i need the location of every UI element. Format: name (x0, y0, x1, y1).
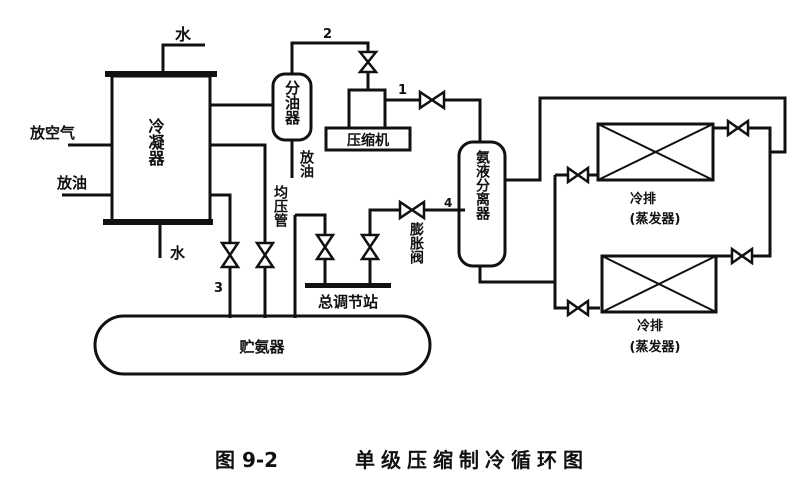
valve-icon (566, 298, 590, 318)
compressor-discharge-line (290, 41, 370, 90)
evaporator-2 (600, 254, 718, 314)
oil-separator-label: 分油器 (283, 80, 301, 126)
valve-icon (219, 241, 241, 269)
evaporator-2-sublabel: (蒸发器) (630, 339, 681, 355)
valve-icon (357, 50, 379, 74)
water-inlet-label: 水 (175, 25, 192, 44)
receiver: 贮氨器 (93, 314, 432, 376)
condenser-label: 冷凝器 (146, 117, 166, 167)
evaporator-1 (596, 122, 715, 182)
expansion-valve-label: 膨胀阀 (408, 221, 424, 265)
valve-icon (314, 233, 336, 261)
separator-oil-drain-label: 放油 (298, 149, 315, 179)
expansion-valve-icon (398, 199, 426, 221)
regulating-station-label: 总调节站 (318, 293, 378, 311)
valve-icon (359, 233, 381, 261)
valve-icon (254, 241, 276, 269)
evaporator-return-line (505, 96, 787, 182)
water-inlet-pipe (161, 43, 205, 71)
liquid-line-3 (210, 193, 232, 318)
valve-icon (418, 89, 446, 111)
condenser: 冷凝器 (103, 71, 217, 225)
station-pipe (295, 213, 327, 285)
point-1-label: 1 (398, 83, 407, 98)
valve-icon (566, 165, 590, 185)
evaporator-2-label: 冷排 (637, 318, 663, 334)
point-2-label: 2 (323, 27, 332, 42)
point-4-label: 4 (444, 196, 452, 210)
valve-icon (726, 118, 750, 138)
separator-liquid-outlet (478, 266, 555, 284)
oil-separator: 分油器 (271, 72, 313, 142)
water-outlet-label: 水 (170, 244, 186, 262)
equalizing-pipe-label: 均压管 (272, 184, 288, 227)
liquid-separator-label: 氨液分离器 (474, 149, 491, 221)
evaporator-outlet-line (713, 126, 772, 258)
station-header (305, 283, 391, 288)
condenser-oil-drain-label: 放油 (56, 174, 87, 192)
purge-air-label: 放空气 (29, 124, 75, 142)
suction-line (385, 98, 482, 142)
liquid-separator: 氨液分离器 (457, 140, 507, 268)
caption-number: 图 9-2 (215, 448, 278, 472)
evaporator-supply-line (553, 175, 600, 310)
evaporator-1-label: 冷排 (630, 191, 656, 207)
valve-icon (730, 246, 754, 266)
compressor-label: 压缩机 (347, 132, 389, 149)
receiver-label: 贮氨器 (238, 338, 285, 356)
evaporator-1-sublabel: (蒸发器) (630, 211, 681, 227)
caption-title: 单级压缩制冷循环图 (355, 448, 589, 472)
compressor: 压缩机 (324, 88, 412, 152)
point-3-label: 3 (214, 281, 223, 296)
